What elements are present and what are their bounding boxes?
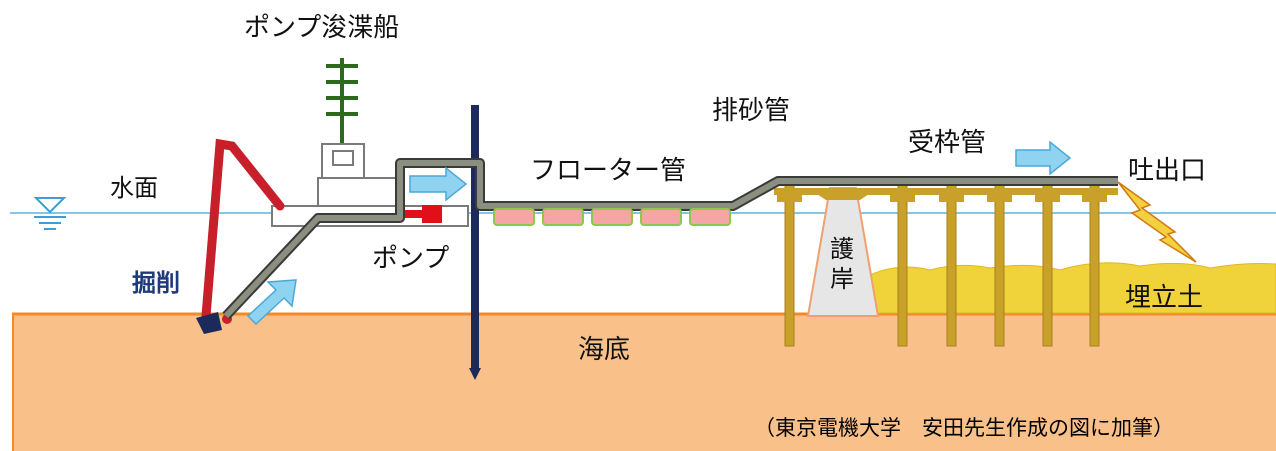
sheet-pile-tip bbox=[469, 368, 481, 380]
label-outlet: 吐出口 bbox=[1128, 156, 1207, 186]
label-floater-pipe: フローター管 bbox=[530, 156, 687, 186]
reclaimed-soil-shape bbox=[869, 262, 1276, 314]
pile-caps bbox=[777, 188, 1107, 202]
label-dredger: ポンプ浚渫船 bbox=[244, 13, 400, 43]
dredge-arm bbox=[201, 138, 285, 321]
label-excavation: 掘削 bbox=[132, 269, 180, 297]
pump-connector bbox=[405, 210, 423, 218]
label-discharge-pipe: 排砂管 bbox=[712, 96, 791, 126]
flow-arrow-ship bbox=[409, 166, 468, 202]
flow-arrow-upright bbox=[246, 279, 297, 326]
pipeline bbox=[223, 160, 1118, 319]
cutter-head bbox=[196, 312, 222, 334]
label-revetment: 護岸 bbox=[830, 235, 854, 293]
outlet-spray bbox=[1117, 181, 1197, 263]
figure-caption: （東京電機大学 安田先生作成の図に加筆） bbox=[754, 416, 1174, 440]
pump-unit bbox=[422, 205, 442, 223]
label-reclaimed-soil: 埋立土 bbox=[1125, 283, 1204, 313]
sheet-pile bbox=[471, 105, 479, 370]
label-pump: ポンプ bbox=[372, 244, 450, 274]
label-seabed: 海底 bbox=[578, 335, 631, 365]
label-receiving-pipe: 受枠管 bbox=[908, 128, 987, 158]
dredger-mast bbox=[326, 58, 358, 146]
pipe-floats bbox=[493, 208, 731, 226]
flow-arrow-receiving bbox=[1015, 140, 1072, 176]
seabed-area bbox=[12, 313, 1276, 451]
label-water-surface: 水面 bbox=[110, 174, 158, 202]
water-level-symbol bbox=[33, 197, 67, 230]
